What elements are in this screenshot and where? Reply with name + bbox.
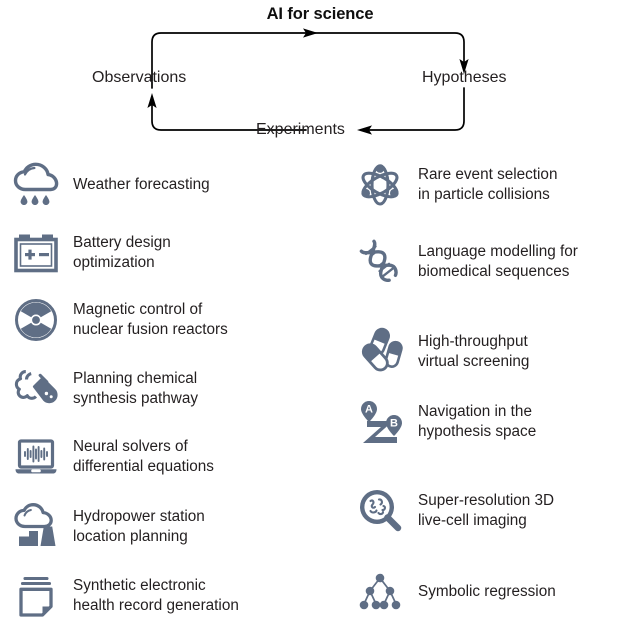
microscope-search-icon — [352, 483, 408, 539]
radiation-icon — [8, 292, 64, 348]
list-item: Planning chemical synthesis pathway — [8, 359, 198, 419]
list-item: Neural solvers of differential equations — [8, 427, 214, 487]
list-item-label: Magnetic control of nuclear fusion react… — [73, 300, 228, 338]
list-item-label: Hydropower station location planning — [73, 507, 205, 545]
list-item-label: High-throughput virtual screening — [418, 332, 530, 370]
list-item: Rare event selection in particle collisi… — [352, 155, 557, 215]
tree-graph-icon — [352, 564, 408, 620]
list-item-label: Synthetic electronic health record gener… — [73, 576, 239, 614]
list-item: Super-resolution 3D live-cell imaging — [352, 481, 554, 541]
test-tube-icon — [8, 361, 64, 417]
cycle-arrows — [147, 28, 469, 135]
svg-text:B: B — [390, 418, 398, 430]
application-list: Weather forecasting Battery design optim… — [0, 150, 640, 634]
arrowhead-up — [147, 93, 157, 108]
list-item: A B Navigation in the hypothesis space — [352, 392, 536, 452]
battery-icon — [8, 225, 64, 281]
list-item: Battery design optimization — [8, 223, 171, 283]
list-item-label: Symbolic regression — [418, 582, 556, 600]
svg-text:A: A — [365, 404, 373, 416]
arrowhead-down — [459, 59, 469, 74]
diagram-title: AI for science — [266, 5, 374, 23]
cycle-node-experiments: Experiments — [256, 121, 345, 138]
list-item: Weather forecasting — [8, 155, 210, 215]
list-item-label: Neural solvers of differential equations — [73, 437, 214, 475]
list-item-label: Language modelling for biomedical sequen… — [418, 242, 578, 280]
list-item: Language modelling for biomedical sequen… — [352, 232, 578, 292]
pills-icon — [352, 324, 408, 380]
list-item: Magnetic control of nuclear fusion react… — [8, 290, 228, 350]
cycle-diagram: AI for science Observations Hypotheses E… — [0, 0, 640, 150]
list-item-label: Weather forecasting — [73, 175, 210, 193]
list-item: Hydropower station location planning — [8, 497, 205, 557]
rain-cloud-icon — [8, 157, 64, 213]
arrowhead-left — [357, 125, 372, 135]
laptop-waveform-icon — [8, 429, 64, 485]
cycle-node-hypotheses: Hypotheses — [422, 69, 507, 86]
database-icon — [8, 568, 64, 624]
list-item-label: Battery design optimization — [73, 233, 171, 271]
list-item-label: Navigation in the hypothesis space — [418, 402, 537, 440]
list-item-label: Planning chemical synthesis pathway — [73, 369, 198, 407]
arrowhead-right — [303, 28, 318, 38]
power-plant-icon — [8, 499, 64, 555]
dna-icon — [352, 234, 408, 290]
cycle-node-observations: Observations — [92, 69, 187, 86]
list-item-label: Super-resolution 3D live-cell imaging — [418, 491, 555, 529]
list-item-label: Rare event selection in particle collisi… — [418, 165, 558, 203]
atom-icon — [352, 157, 408, 213]
list-item: High-throughput virtual screening — [352, 322, 529, 382]
navigation-azb-icon: A B — [352, 394, 408, 450]
list-item: Symbolic regression — [352, 562, 556, 622]
list-item: Synthetic electronic health record gener… — [8, 566, 239, 626]
